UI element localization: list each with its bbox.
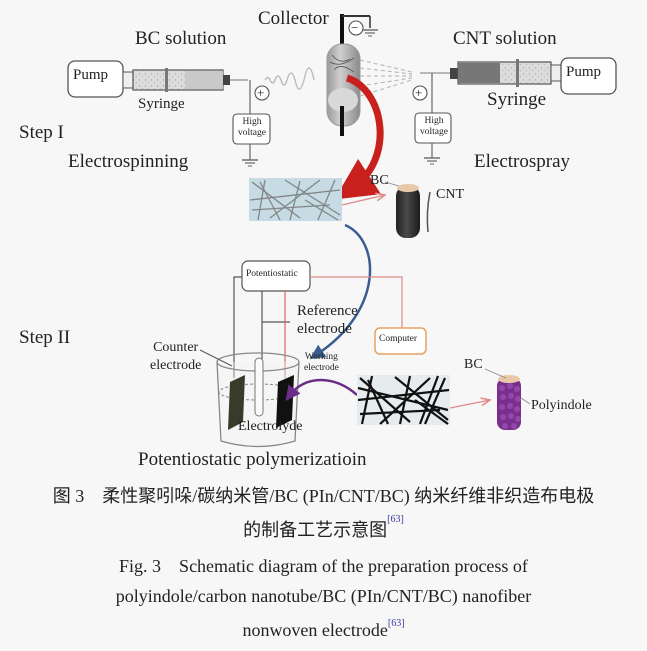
left-pump-label: Pump — [73, 67, 109, 83]
cnt-coated-fiber — [396, 186, 420, 238]
left-hv-line1: High — [242, 117, 262, 127]
right-positive-terminal — [412, 85, 428, 101]
left-syringe-fluid — [185, 71, 223, 89]
left-syringe-flange — [165, 68, 168, 92]
potentiostat-label: Potentiostatic — [246, 269, 298, 279]
bc-label-step1: BC — [370, 173, 389, 188]
right-syringe-label: Syringe — [487, 89, 547, 110]
collector-negative-terminal — [348, 20, 364, 36]
right-plunger — [550, 64, 562, 82]
caption-en-line1: Fig. 3 Schematic diagram of the preparat… — [119, 556, 528, 576]
transfer-arrow-blue — [309, 223, 372, 360]
transfer-arrow-purple — [285, 378, 358, 401]
zoom-arrow-polyindole — [449, 400, 490, 409]
right-pump-assembly — [412, 57, 617, 165]
right-syringe-fluid — [458, 63, 500, 83]
collector-assembly — [326, 14, 413, 200]
schematic-svg — [67, 14, 617, 448]
right-syringe-tip — [450, 68, 458, 79]
right-hv-line2: voltage — [420, 127, 448, 137]
caption-en-line2: polyindole/carbon nanotube/BC (PIn/CNT/B… — [115, 586, 532, 606]
caption-cn-line1: 图 3 柔性聚吲哚/碳纳米管/BC (PIn/CNT/BC) 纳米纤维非织造布电… — [52, 486, 595, 506]
right-syringe-flange — [516, 59, 519, 87]
left-pump-assembly — [67, 60, 315, 167]
left-syringe-tip — [223, 75, 230, 85]
caption-en-line3: nonwoven electrode[63] — [0, 618, 647, 641]
caption-en-reference[interactable]: [63] — [387, 618, 405, 629]
potentiostat-box — [241, 260, 311, 292]
counter-line2: electrode — [150, 358, 202, 373]
electrospray-label: Electrospray — [474, 151, 571, 172]
polyindole-coated-fiber — [484, 368, 531, 430]
step-1-label: Step I — [19, 122, 64, 143]
working-electrode-label: Working electrode — [304, 352, 339, 374]
collector-drum-end — [328, 88, 358, 112]
pin-cnt-bc-fiber-mat — [357, 375, 490, 425]
electrolyte-label: Electrolyde — [238, 419, 303, 434]
computer-cable — [310, 276, 403, 328]
computer-label: Computer — [379, 334, 417, 344]
counter-electrode — [228, 375, 245, 430]
collector-polarity-sign: − — [351, 20, 359, 35]
reference-electrode — [254, 357, 264, 417]
left-high-voltage-box — [232, 113, 271, 145]
left-plunger — [122, 71, 134, 89]
working-line1: Working — [304, 352, 338, 362]
right-hv-line1: High — [424, 116, 444, 126]
potentiostatic-polymerization-label: Potentiostatic polymerizatioin — [138, 449, 367, 470]
electrochemical-cell — [199, 260, 427, 448]
bc-cnt-fiber-mat — [249, 178, 431, 238]
electrospinning-label: Electrospinning — [68, 151, 189, 172]
right-pump-box — [560, 57, 617, 95]
computer-box — [374, 327, 427, 355]
left-positive-terminal — [254, 85, 270, 101]
bc-solution-label: BC solution — [135, 28, 227, 49]
left-hv-line2: voltage — [238, 128, 266, 138]
cnt-solution-label: CNT solution — [453, 28, 557, 49]
bc-label-step2: BC — [464, 357, 483, 372]
collector-ground-icon — [362, 29, 378, 37]
polyindole-label: Polyindole — [531, 398, 592, 413]
right-pump-label: Pump — [566, 64, 602, 80]
bc-core — [397, 184, 419, 192]
right-hv-label: High voltage — [416, 116, 452, 138]
right-polarity-sign: + — [415, 85, 423, 100]
left-ground-icon — [242, 159, 258, 167]
electrospinning-jet — [264, 67, 315, 90]
step-2-label: Step II — [19, 327, 71, 348]
left-syringe-label: Syringe — [138, 96, 185, 112]
transfer-arrow-red — [334, 74, 384, 200]
reference-electrode-label: Reference electrode — [297, 302, 358, 338]
collector-label: Collector — [258, 8, 329, 29]
schematic-diagram: Collector BC solution CNT solution Pump … — [19, 8, 617, 470]
reference-line2: electrode — [297, 321, 352, 337]
cnt-label: CNT — [436, 187, 464, 202]
right-high-voltage-box — [414, 112, 452, 144]
right-ground-icon — [424, 157, 440, 165]
left-hv-label: High voltage — [234, 117, 270, 139]
zoom-arrow-bc-cnt — [341, 195, 385, 206]
caption-cn-line2: 的制备工艺示意图[63] — [0, 514, 647, 542]
caption-cn-reference[interactable]: [63] — [387, 514, 404, 525]
counter-line1: Counter — [153, 340, 199, 355]
caption-cn-line2-text: 的制备工艺示意图 — [243, 520, 388, 540]
left-polarity-sign: + — [257, 85, 265, 100]
reference-line1: Reference — [297, 303, 358, 319]
working-line2: electrode — [304, 363, 339, 373]
caption-en-line3-text: nonwoven electrode — [242, 620, 388, 640]
counter-electrode-label: Counter electrode — [150, 339, 201, 375]
